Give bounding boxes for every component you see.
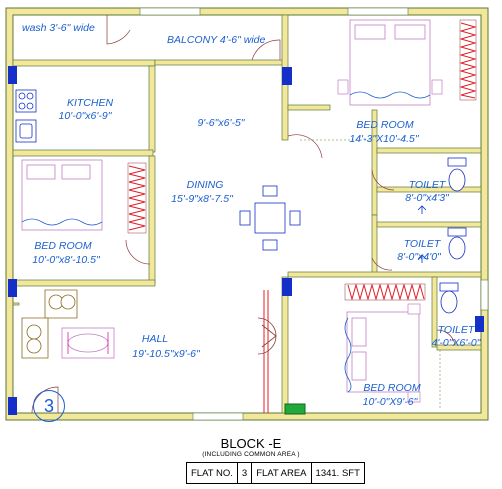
wardrobes (127, 19, 477, 301)
flat-no-label: FLAT NO. (186, 462, 238, 484)
beds (21, 19, 431, 393)
balcony-label: BALCONY 4'-6" wide (167, 34, 266, 46)
toilet-3-name: TOILET (437, 324, 475, 336)
dashed-guides (300, 139, 441, 410)
columns (8, 66, 484, 415)
flat-info-table: FLAT NO. 3 FLAT AREA 1341. SFT (186, 462, 365, 484)
bedroom-top-right-name: BED ROOM (356, 119, 414, 131)
flat-area-value: 1341. SFT (310, 462, 365, 484)
toilet-3-size: 4'-0"X6'-0" (431, 337, 481, 349)
wash-label: wash 3'-6" wide (22, 22, 95, 34)
windows (139, 7, 489, 421)
bedroom-left-size: 10'-0"x8'-10.5" (32, 254, 100, 266)
passage-size: 9'-6"x6'-5" (197, 117, 245, 129)
toilet-2-name: TOILET (403, 238, 441, 250)
hall-size: 19'-10.5"x9'-6" (132, 348, 200, 360)
dining-size: 15'-9"x8'-7.5" (171, 193, 233, 205)
side-tables (337, 79, 443, 403)
flat-no-value: 3 (236, 462, 253, 484)
kitchen-fixtures (15, 89, 37, 143)
dining-name: DINING (186, 179, 224, 191)
flat-number-badge: 3 (33, 390, 65, 422)
bedroom-top-right-size: 14'-3"X10'-4.5" (349, 133, 419, 145)
sofa-set (21, 289, 115, 359)
toilet-fixtures (417, 157, 467, 314)
block-title: BLOCK -E (220, 436, 282, 451)
bedroom-left-name: BED ROOM (34, 240, 92, 252)
floor-plan (5, 7, 489, 421)
kitchen-size: 10'-0"x6'-9" (58, 110, 112, 122)
door-swings (31, 15, 456, 414)
kitchen-name: KITCHEN (66, 97, 114, 109)
toilet-2-size: 8'-0"x4'0" (397, 251, 441, 263)
toilet-1-size: 8'-0"x4'3" (405, 192, 449, 204)
hall-name: HALL (141, 333, 169, 345)
bedroom-bottom-right-name: BED ROOM (363, 382, 421, 394)
bedroom-bottom-right-size: 10'-0"X9'-6" (362, 396, 418, 408)
block-subtitle: (INCLUDING COMMON AREA ) (202, 451, 300, 458)
toilet-1-name: TOILET (408, 179, 446, 191)
tv-unit (257, 317, 277, 355)
dining-table (239, 185, 301, 251)
entrance-door (284, 403, 306, 415)
flat-area-label: FLAT AREA (251, 462, 312, 484)
hall-partition (263, 290, 269, 413)
